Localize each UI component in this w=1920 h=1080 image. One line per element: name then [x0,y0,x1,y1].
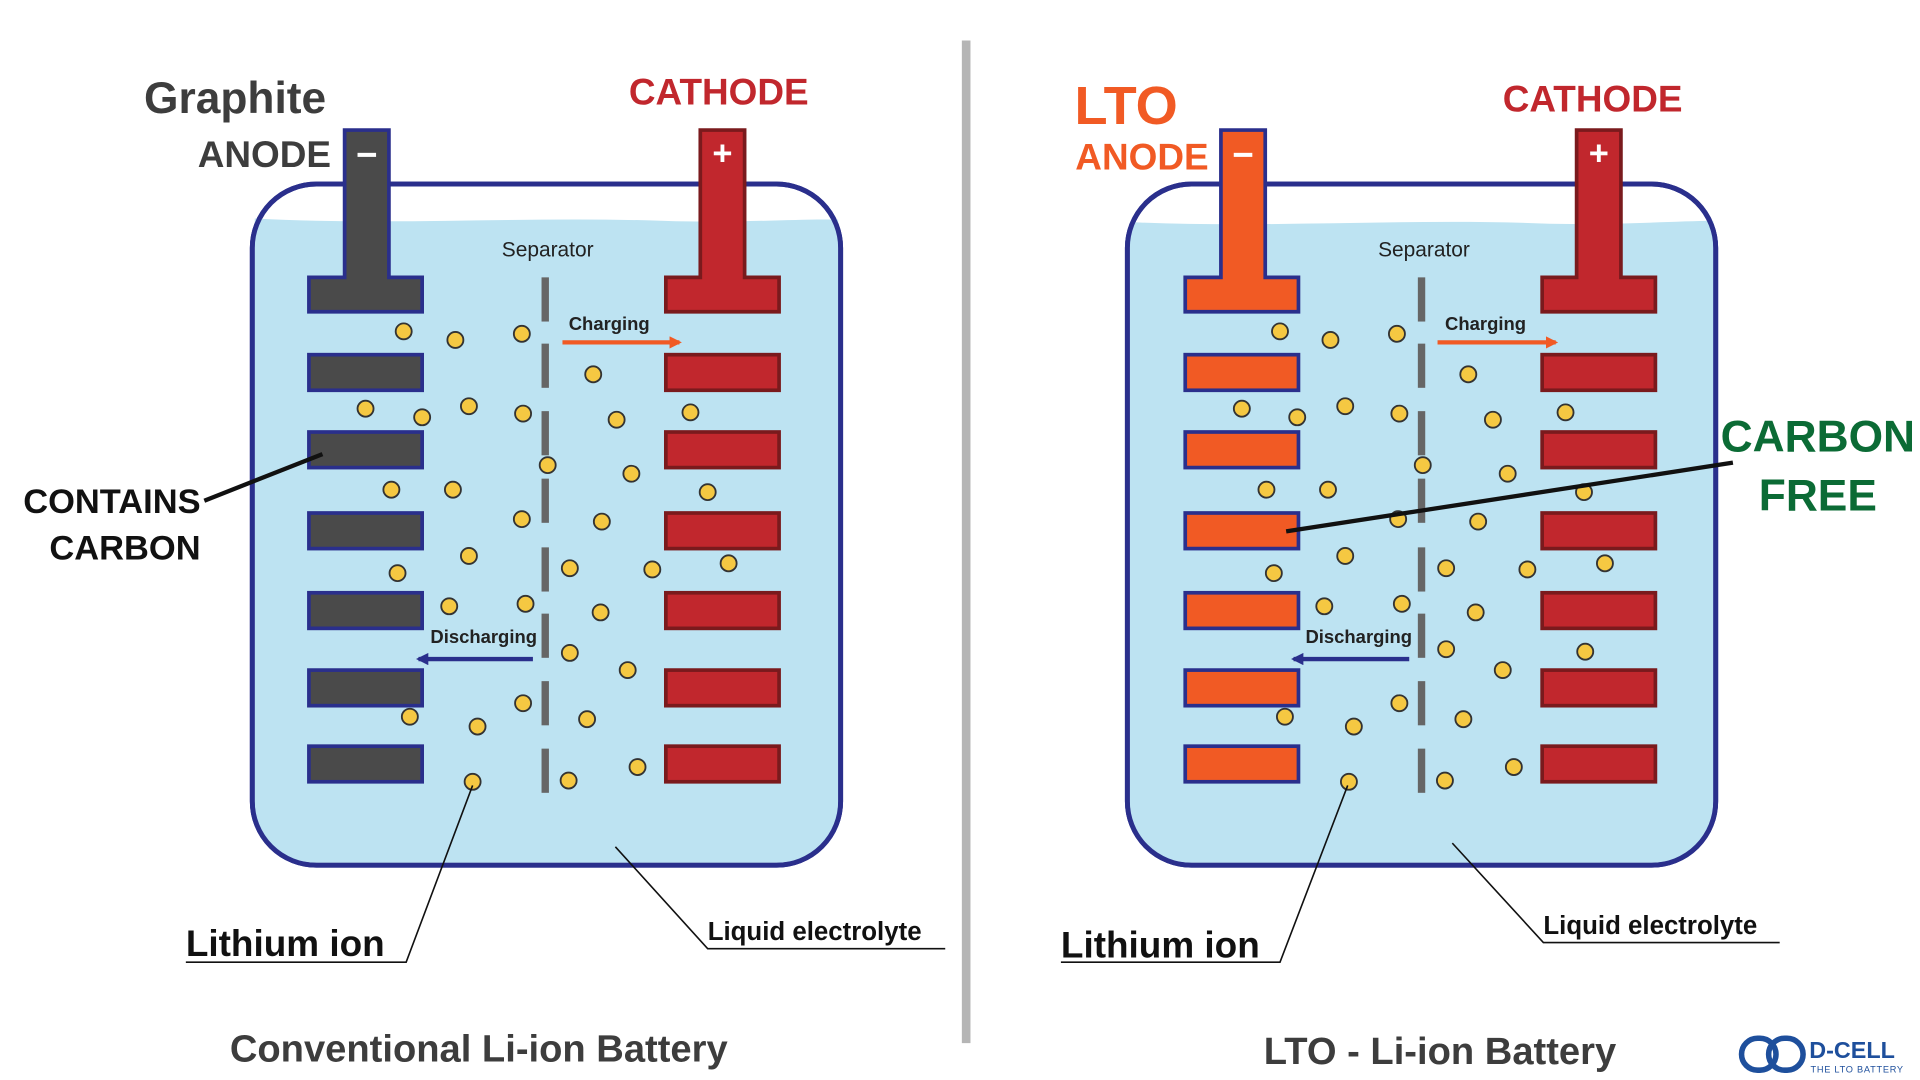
callout-line2: FREE [1759,472,1877,521]
lithium-ions [356,322,738,791]
separator [1417,277,1426,793]
cathode-plates [664,352,781,784]
ion-leader-line [185,785,474,963]
minus-icon: − [1232,134,1254,175]
anode-terminal [307,128,424,314]
anode-label: ANODE [1075,136,1208,177]
brand-name: D-CELL [1809,1037,1895,1063]
minus-icon: − [356,134,378,175]
electrolyte-label: Liquid electrolyte [1543,912,1757,940]
charging-label: Charging [1445,313,1526,334]
cathode-label: CATHODE [1503,79,1683,120]
anode-terminal [1183,128,1301,314]
discharging-label: Discharging [430,626,537,647]
brand-tagline: THE LTO BATTERY [1810,1065,1903,1075]
cathode-label: CATHODE [629,71,809,112]
brand-logo: D-CELL THE LTO BATTERY [1738,1035,1903,1075]
anode-title: LTO [1075,76,1178,136]
plus-icon: + [1589,134,1609,172]
lithium-ions [1232,322,1614,791]
lto-battery-panel: − + [1060,76,1915,1073]
anode-title: Graphite [144,74,326,123]
anode-plates [1183,352,1301,784]
callout-line [203,452,324,503]
electrolyte-label: Liquid electrolyte [708,918,922,946]
electrolyte-leader-line [614,846,946,950]
lithium-ion-label: Lithium ion [1061,924,1260,965]
conventional-battery-panel: − + [23,71,946,1071]
panel-caption: Conventional Li-ion Battery [230,1029,728,1071]
cathode-terminal [1540,128,1658,314]
anode-label: ANODE [198,134,331,175]
lithium-ion-label: Lithium ion [186,923,385,964]
electrolyte-leader-line [1451,842,1780,944]
discharging-label: Discharging [1305,626,1412,647]
panel-caption: LTO - Li-ion Battery [1264,1031,1616,1073]
ion-leader-line [1060,785,1349,963]
plus-icon: + [712,134,732,172]
infinity-loop-icon [1738,1035,1806,1073]
callout-line1: CARBON [1721,413,1915,462]
separator-label: Separator [1378,239,1470,262]
cathode-plates [1540,352,1658,784]
cathode-terminal [664,128,781,314]
separator [541,277,549,793]
callout-line1: CONTAINS [23,483,200,521]
callout-line2: CARBON [49,530,200,568]
charging-label: Charging [569,313,650,334]
callout-line [1285,460,1734,534]
anode-plates [307,352,424,784]
separator-label: Separator [502,239,594,262]
